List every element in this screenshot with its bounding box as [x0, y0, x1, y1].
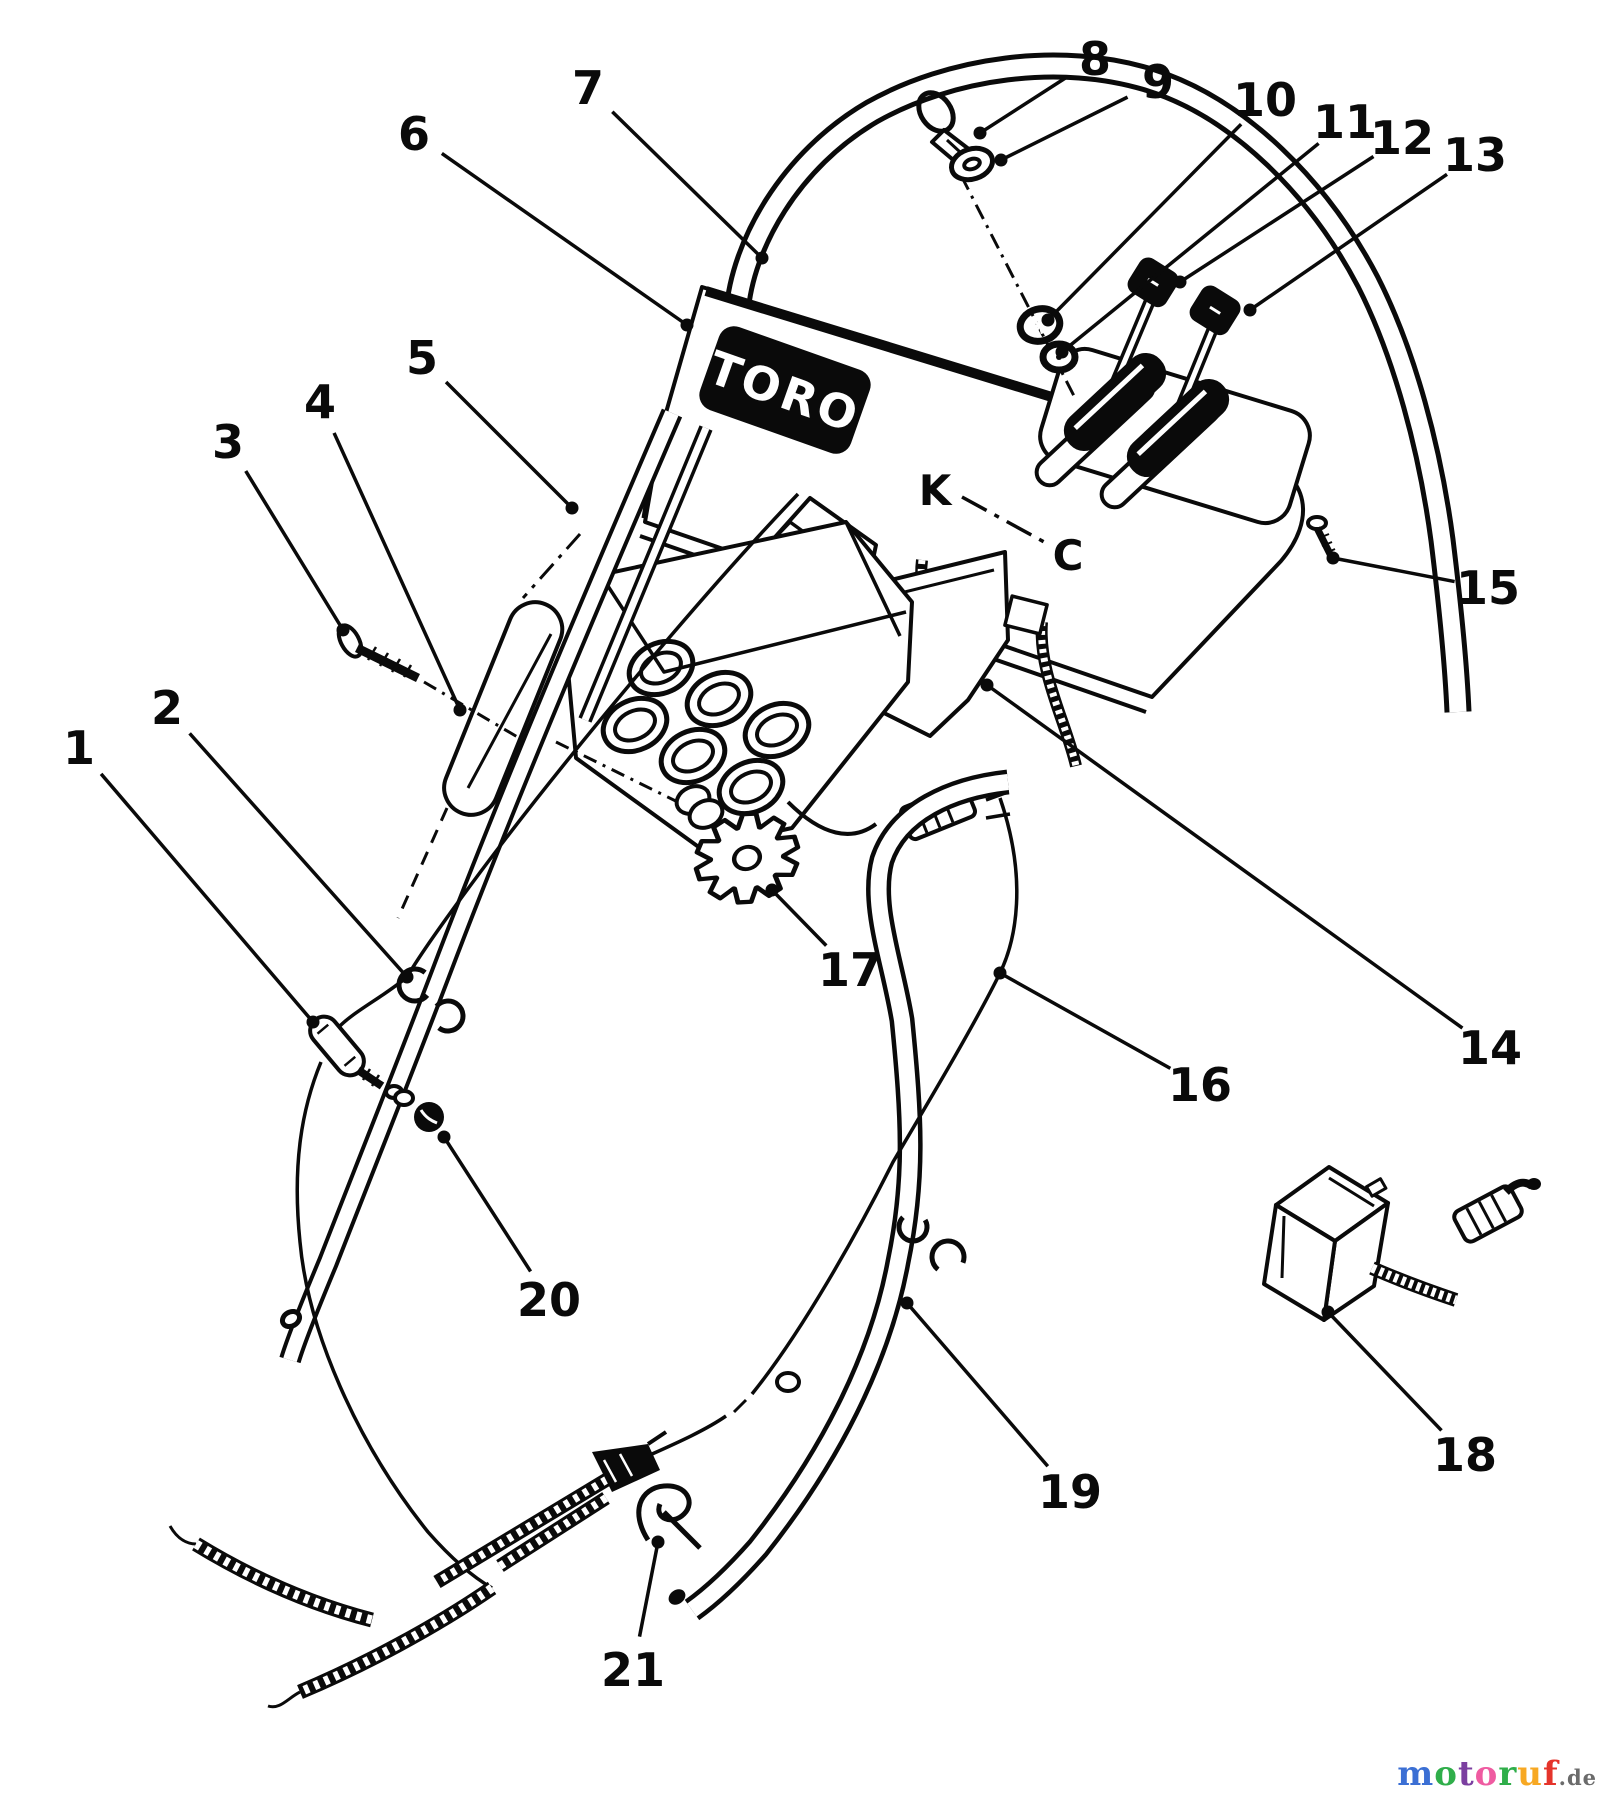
cable-adjuster-barrel — [308, 1014, 404, 1100]
callout-number: 9 — [1142, 55, 1174, 109]
callout-4: 4 — [304, 375, 467, 717]
power-plug — [1452, 1178, 1541, 1244]
panel-mark-c: C — [1053, 531, 1084, 580]
sprocket-axis-line — [555, 740, 695, 812]
watermark-letter: o — [1474, 1754, 1499, 1794]
callout-number: 12 — [1370, 111, 1434, 165]
sprocket-bushing — [674, 784, 725, 830]
callout-number: 8 — [1079, 32, 1111, 86]
callout-number: 15 — [1456, 561, 1520, 615]
callout-17: 17 — [765, 883, 882, 997]
callout-11: 11 — [1055, 95, 1377, 359]
handle-grip — [396, 425, 713, 919]
key-washer — [948, 145, 996, 183]
callout-number: 16 — [1168, 1058, 1232, 1112]
watermark-letter: m — [1397, 1754, 1435, 1794]
callout-20: 20 — [437, 1130, 581, 1327]
braided-cables — [168, 1430, 668, 1709]
callout-number: 13 — [1443, 128, 1507, 182]
callout-14: 14 — [980, 678, 1522, 1075]
panel-mark-k: K — [919, 466, 953, 515]
transformer-box — [1262, 1165, 1459, 1322]
callout-21: 21 — [601, 1535, 665, 1697]
callout-2: 2 — [151, 681, 414, 984]
watermark-letter: t — [1457, 1754, 1475, 1794]
callout-8: 8 — [973, 32, 1111, 140]
panel-screw — [1306, 515, 1336, 558]
left-handle-tube — [279, 408, 683, 1364]
callout-number: 14 — [1458, 1021, 1522, 1075]
callout-number: 5 — [406, 331, 438, 385]
watermark-letter: u — [1517, 1754, 1543, 1794]
callout-number: 7 — [572, 61, 604, 115]
cable-end-ferrule — [592, 1444, 660, 1492]
callout-3: 3 — [212, 415, 350, 637]
watermark-letter: r — [1498, 1754, 1518, 1794]
connector-block — [564, 520, 914, 850]
hairpin-clip — [636, 1483, 702, 1550]
callout-number: 10 — [1233, 73, 1297, 127]
watermark-letter: f — [1543, 1754, 1559, 1794]
watermark-letter: o — [1434, 1754, 1458, 1794]
callout-15: 15 — [1326, 551, 1520, 615]
sprocket-knob — [693, 811, 801, 905]
watermark-suffix: .de — [1558, 1765, 1597, 1790]
callout-12: 12 — [1173, 111, 1434, 289]
callout-number: 20 — [517, 1273, 581, 1327]
callout-number: 21 — [601, 1643, 665, 1697]
ball-knob — [393, 1089, 444, 1132]
callout-number: 4 — [304, 375, 336, 429]
tube-axis-dashes — [521, 533, 582, 599]
callout-19: 19 — [900, 1296, 1102, 1519]
lever-right — [1099, 285, 1241, 510]
callout-7: 7 — [572, 61, 769, 265]
callout-number: 19 — [1038, 1465, 1102, 1519]
left-foot-hole — [279, 1308, 303, 1330]
callout-1: 1 — [63, 721, 320, 1029]
callout-number: 1 — [63, 721, 95, 775]
callout-13: 13 — [1243, 128, 1507, 317]
handle-loop — [723, 52, 1472, 713]
callout-number: 11 — [1313, 95, 1377, 149]
right-foot-hole — [668, 1589, 686, 1605]
callout-16: 16 — [993, 966, 1232, 1112]
left-control-cable — [295, 492, 800, 1590]
callout-5: 5 — [406, 331, 579, 515]
callout-number: 6 — [398, 107, 430, 161]
callout-6: 6 — [398, 107, 694, 332]
callout-number: 3 — [212, 415, 244, 469]
callout-number: 2 — [151, 681, 183, 735]
callout-number: 17 — [818, 943, 882, 997]
lever-left — [1034, 257, 1179, 488]
panel-dash-line — [961, 495, 1047, 545]
callout-18: 18 — [1321, 1305, 1497, 1482]
right-handle-tube — [668, 769, 1010, 1621]
right-tube-clips — [775, 1210, 967, 1393]
watermark-motoruf: motoruf.de — [1397, 1754, 1597, 1794]
callout-9: 9 — [994, 55, 1174, 167]
callout-number: 18 — [1433, 1428, 1497, 1482]
callout-10: 10 — [1041, 73, 1297, 327]
